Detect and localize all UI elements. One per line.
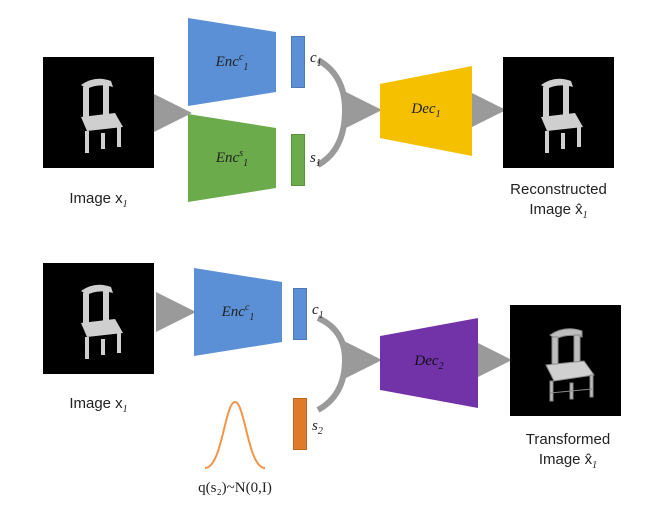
chair-icon	[541, 78, 583, 153]
chair-icon	[81, 284, 123, 359]
transformed-chair-icon	[545, 328, 595, 402]
style-code-top	[291, 134, 305, 186]
output-label-top: Reconstructed Image x̂1	[510, 181, 607, 221]
sampled-style-code-label: s2	[312, 418, 323, 437]
decoder-2: Dec2	[380, 318, 478, 408]
content-encoder-bottom: Encc1	[194, 268, 282, 356]
output-image-bottom	[510, 305, 621, 416]
content-code-label-bottom: c1	[312, 302, 324, 321]
input-label-top: Image x1	[69, 190, 128, 210]
chair-icon	[81, 78, 123, 153]
style-code-label-top: s1	[310, 150, 321, 169]
sampled-style-code	[293, 398, 307, 450]
prior-distribution-label: q(s₂)~N(0,I)	[198, 480, 272, 496]
content-encoder-label: Encc1	[221, 302, 255, 323]
style-encoder-top: Encs1	[188, 114, 276, 202]
content-encoder-top: Encc1	[188, 18, 276, 106]
output-image-top	[503, 57, 614, 168]
decoder-1-label: Dec1	[411, 101, 441, 120]
content-code-bottom	[293, 288, 307, 340]
output-label-bottom: Transformed Image x̂1	[525, 431, 611, 471]
content-code-top	[291, 36, 305, 88]
merge-bracket-bottom	[316, 315, 349, 413]
content-encoder-label: Encc1	[215, 52, 249, 73]
style-encoder-label: Encs1	[215, 148, 249, 169]
content-code-label-top: c1	[310, 50, 322, 69]
decoder-1: Dec1	[380, 66, 472, 156]
input-image-top	[43, 57, 154, 168]
decoder-2-label: Dec2	[414, 353, 444, 372]
input-label-bottom: Image x1	[69, 395, 128, 415]
input-image-bottom	[43, 263, 154, 374]
gaussian-curve	[204, 400, 266, 469]
merge-bracket-top	[316, 57, 349, 168]
